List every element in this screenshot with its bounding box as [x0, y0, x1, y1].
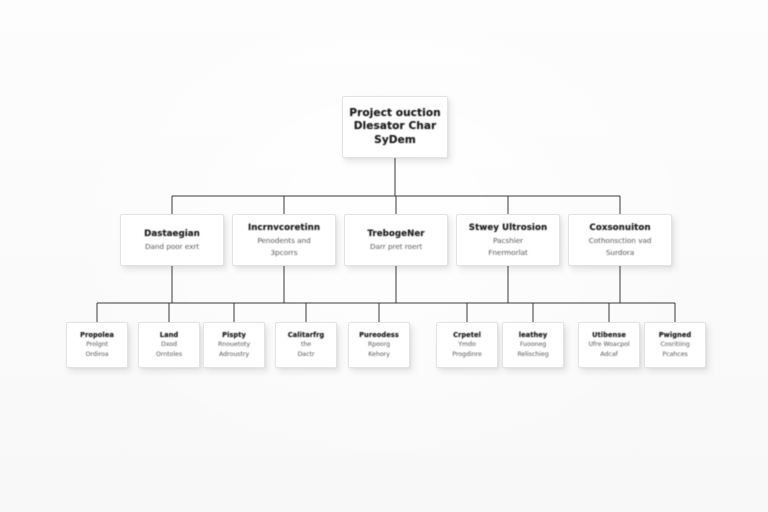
node-l2-7-sub-line-1: Ufre Woacpol [588, 341, 630, 349]
node-l2-2-title: Pispty [222, 330, 246, 339]
node-l1-3-sub-line-1: Pacshier [492, 236, 524, 246]
node-l2-3-title: Calitarfrg [287, 330, 325, 339]
node-l2-1[interactable]: Land Dxod Orntoles [138, 322, 200, 368]
node-l1-2-sub-line-1: Darr pret roert [369, 241, 423, 251]
node-l2-8-title: Pwigned [658, 330, 692, 339]
node-l2-5[interactable]: Crpetel Ymdo Progdinre [436, 322, 498, 368]
node-l1-4-title: Coxsonuiton [589, 223, 651, 234]
node-l2-8-sub-line-1: Cosritiing [660, 341, 690, 349]
node-l1-0-title: Dastaegian [144, 228, 200, 239]
node-root[interactable]: Project ouction Dlesator Char SyDem [342, 96, 448, 158]
node-l1-4-sub-line-1: Cothonsction vad [588, 236, 652, 246]
node-root-title-line-1: Project ouction [349, 106, 441, 119]
node-l2-0[interactable]: Propolea Prolgnt Ordiroa [66, 322, 128, 368]
node-l2-7[interactable]: Utibense Ufre Woacpol Adcaf [578, 322, 640, 368]
node-l1-3[interactable]: Stwey Ultrosion Pacshier Fnermorlat [456, 214, 560, 266]
node-l2-5-sub-line-1: Ymdo [458, 341, 476, 349]
node-l1-3-title: Stwey Ultrosion [468, 223, 548, 234]
node-l1-2[interactable]: TrebogeNer Darr pret roert [344, 214, 448, 266]
node-l2-6-sub-line-1: Fuooneg [519, 341, 547, 349]
node-root-title-line-3: SyDem [374, 133, 416, 146]
node-l2-1-sub-line-2: Orntoles [155, 351, 183, 359]
node-l2-4-sub-line-2: Kehory [368, 351, 390, 359]
node-l1-4-sub-line-2: Surdora [605, 247, 635, 257]
node-l2-6-title: leathey [518, 330, 548, 339]
node-l2-0-sub-line-2: Ordiroa [85, 351, 109, 359]
node-l1-0-sub-line-1: Dand poor exrt [144, 241, 200, 251]
node-l2-0-sub-line-1: Prolgnt [86, 341, 108, 349]
node-root-title-line-2: Dlesator Char [353, 120, 437, 133]
node-l2-3-sub-line-1: the [300, 341, 312, 349]
node-l2-4-sub-line-1: Rpoorg [367, 341, 391, 349]
node-l1-1-title: Incrnvcoretinn [247, 223, 321, 234]
node-l2-7-title: Utibense [592, 330, 626, 339]
node-l2-8[interactable]: Pwigned Cosritiing Pcahces [644, 322, 706, 368]
node-l1-1[interactable]: Incrnvcoretinn Penodents and 3pcorrs [232, 214, 336, 266]
node-l2-5-sub-line-2: Progdinre [452, 351, 482, 359]
node-l2-1-title: Land [159, 330, 179, 339]
node-l2-2-sub-line-2: Adroustry [218, 351, 250, 359]
node-l2-3-sub-line-2: Dactr [297, 351, 315, 359]
node-l1-1-sub-line-1: Penodents and [257, 236, 311, 246]
node-l1-0[interactable]: Dastaegian Dand poor exrt [120, 214, 224, 266]
node-l2-8-sub-line-2: Pcahces [662, 351, 688, 359]
node-l2-4[interactable]: Pureodess Rpoorg Kehory [348, 322, 410, 368]
node-l1-2-title: TrebogeNer [367, 228, 425, 239]
node-l2-6-sub-line-2: Relischieg [517, 351, 549, 359]
node-l1-3-sub-line-2: Fnermorlat [488, 247, 528, 257]
node-l2-3[interactable]: Calitarfrg the Dactr [275, 322, 337, 368]
node-l1-1-sub-line-2: 3pcorrs [270, 247, 298, 257]
node-l2-2-sub-line-1: Rnouetoty [217, 341, 251, 349]
node-l2-1-sub-line-1: Dxod [161, 341, 177, 349]
node-l2-5-title: Crpetel [453, 330, 481, 339]
node-l2-2[interactable]: Pispty Rnouetoty Adroustry [203, 322, 265, 368]
node-l2-7-sub-line-2: Adcaf [600, 351, 618, 359]
node-l2-0-title: Propolea [80, 330, 114, 339]
node-l1-4[interactable]: Coxsonuiton Cothonsction vad Surdora [568, 214, 672, 266]
node-l2-6[interactable]: leathey Fuooneg Relischieg [502, 322, 564, 368]
node-l2-4-title: Pureodess [359, 330, 399, 339]
